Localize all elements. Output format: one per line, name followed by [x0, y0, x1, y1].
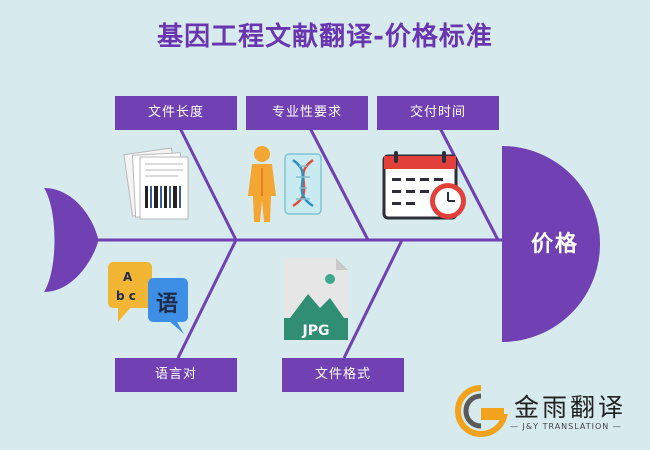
factor-label-specialty: 专业性要求 [246, 96, 368, 130]
bone-length [178, 127, 238, 241]
brand-name: 金雨翻译 [514, 393, 627, 422]
brand-mark-icon [454, 385, 509, 438]
fish-head [502, 146, 600, 342]
bone-specialty [308, 127, 370, 241]
factor-label-format: 文件格式 [282, 358, 404, 392]
fish-head-label: 价格 [530, 232, 579, 257]
bone-format [342, 239, 404, 359]
factor-label-language: 语言对 [115, 358, 237, 392]
bone-delivery [438, 127, 500, 241]
svg-text:JPG: JPG [302, 323, 330, 339]
language-icon: A b c 语 [108, 262, 188, 334]
bone-language [176, 239, 238, 359]
human-dna-icon [248, 146, 322, 222]
document-icon [123, 147, 189, 220]
jpg-file-icon: JPG [284, 258, 348, 340]
fish-tail [44, 188, 98, 292]
svg-text:语: 语 [156, 292, 178, 317]
svg-text:A: A [123, 270, 133, 284]
calendar-clock-icon [382, 151, 466, 220]
brand-logo: 金雨翻译 — J&Y TRANSLATION — [454, 384, 644, 440]
svg-text:b c: b c [116, 289, 136, 303]
page-title: 基因工程文献翻译-价格标准 [157, 22, 493, 52]
brand-subtitle: — J&Y TRANSLATION — [510, 422, 622, 431]
factor-label-delivery: 交付时间 [377, 96, 499, 130]
factor-label-length: 文件长度 [115, 96, 237, 130]
